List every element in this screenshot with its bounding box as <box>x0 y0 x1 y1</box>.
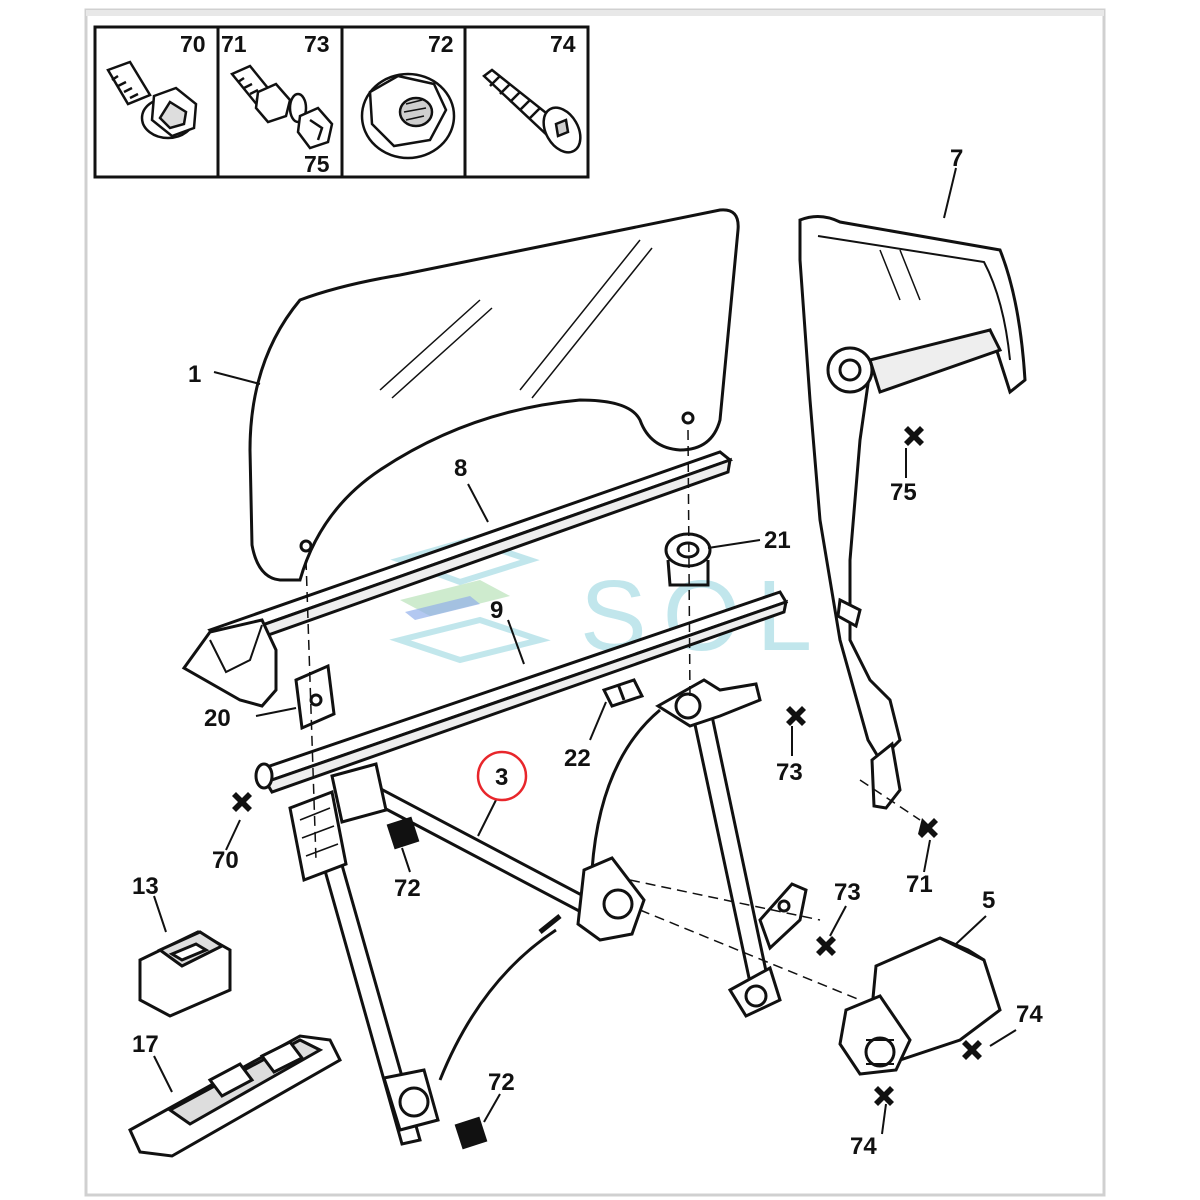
door-frame <box>798 215 1027 810</box>
outer-seal-strip <box>207 450 734 652</box>
watermark-logo-icon <box>400 580 510 616</box>
legend-label-73: 73 <box>304 31 330 57</box>
leader-lines <box>153 167 1017 1135</box>
watermark-logo-icon <box>389 616 551 664</box>
glass-holder-bracket <box>664 532 712 587</box>
highlight-circle <box>476 750 528 802</box>
callout-75: 75 <box>890 479 917 506</box>
callout-70: 70 <box>212 847 239 874</box>
screw-marker-icon <box>816 936 836 956</box>
screw-marker-icon <box>918 818 938 838</box>
callout-72-lower: 72 <box>488 1069 515 1096</box>
cable-clip <box>601 678 645 708</box>
tapping-screw-icon <box>482 68 582 154</box>
callout-72-upper: 72 <box>394 875 421 902</box>
nut-marker-icon <box>454 1116 488 1150</box>
callout-13: 13 <box>132 873 159 900</box>
legend-label-72: 72 <box>428 31 454 57</box>
fastener-markers <box>232 426 982 1106</box>
flange-bolt-icon <box>106 60 198 140</box>
callout-74-bottom: 74 <box>850 1133 877 1160</box>
bolt-washer-nut-icon <box>230 64 334 150</box>
watermark-logo-icon <box>405 596 480 620</box>
callout-8: 8 <box>454 455 467 482</box>
callout-21: 21 <box>764 527 791 554</box>
callout-5: 5 <box>982 887 995 914</box>
callout-74-right: 74 <box>1016 1001 1043 1028</box>
screw-marker-icon <box>232 792 252 812</box>
callout-20: 20 <box>204 705 231 732</box>
inner-seal-strip <box>254 590 789 794</box>
screw-marker-icon <box>904 426 924 446</box>
callout-22: 22 <box>564 745 591 772</box>
nut-marker-icon <box>386 816 420 850</box>
flange-nut-icon <box>360 72 456 160</box>
screw-marker-icon <box>874 1086 894 1106</box>
callout-71: 71 <box>906 871 933 898</box>
legend-label-70: 70 <box>180 31 206 57</box>
callout-1: 1 <box>188 361 201 388</box>
alignment-lines <box>305 429 921 1001</box>
screw-marker-icon <box>962 1040 982 1060</box>
callout-9: 9 <box>490 597 503 624</box>
seal-end-cap <box>181 618 278 708</box>
callout-3: 3 <box>495 764 508 791</box>
regulator-motor <box>838 936 1002 1076</box>
page-top-bar <box>86 10 1104 16</box>
callout-7: 7 <box>950 145 963 172</box>
switch-panel <box>128 1034 342 1158</box>
glass-clip <box>294 663 336 731</box>
legend-label-75: 75 <box>304 151 330 177</box>
window-regulator <box>288 678 808 1146</box>
fastener-legend <box>93 25 590 179</box>
callout-73-upper: 73 <box>776 759 803 786</box>
callout-73-lower: 73 <box>834 879 861 906</box>
callout-17: 17 <box>132 1031 159 1058</box>
door-glass <box>248 208 740 582</box>
screw-marker-icon <box>786 706 806 726</box>
window-switch <box>138 930 232 1018</box>
legend-label-74: 74 <box>550 31 576 57</box>
legend-label-71: 71 <box>221 31 247 57</box>
